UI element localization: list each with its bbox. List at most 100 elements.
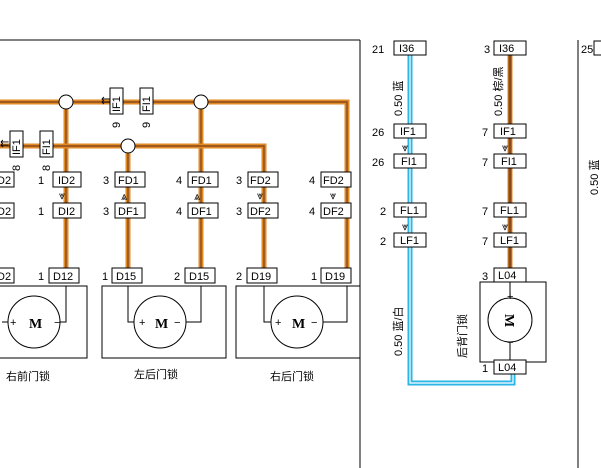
svg-text:IF1: IF1 xyxy=(11,139,23,155)
svg-text:M: M xyxy=(292,317,305,332)
svg-text:4: 4 xyxy=(309,206,315,218)
svg-text:1: 1 xyxy=(38,271,44,283)
svg-text:IF1: IF1 xyxy=(111,96,123,112)
svg-text:26: 26 xyxy=(372,157,384,169)
edge-fragment: 0.50 蓝 xyxy=(588,160,601,195)
svg-text:1: 1 xyxy=(482,363,488,375)
conn-c9: 3 L04 xyxy=(482,267,527,283)
svg-text:⩔: ⩔ xyxy=(402,142,408,154)
svg-text:2: 2 xyxy=(174,271,180,283)
svg-text:IF1: IF1 xyxy=(400,126,416,138)
svg-text:3: 3 xyxy=(484,44,490,56)
svg-text:8: 8 xyxy=(41,165,53,171)
conn-c27: D2 xyxy=(0,202,15,219)
svg-text:D15: D15 xyxy=(189,271,209,283)
svg-text:D12: D12 xyxy=(53,271,73,283)
caption-rear-left: 左后门锁 xyxy=(134,367,178,381)
splice-node xyxy=(58,94,74,110)
conn-c11: 1 ID2 xyxy=(38,171,82,188)
svg-text:⩔: ⩔ xyxy=(257,190,263,202)
conn-c7: 7 FL1 xyxy=(482,202,527,218)
splice-node xyxy=(120,138,136,154)
conn-c22: 2 D19 xyxy=(236,267,278,284)
conn-c24: 4 DF2 xyxy=(309,202,352,219)
svg-text:2: 2 xyxy=(236,271,242,283)
svg-text:4: 4 xyxy=(309,175,315,187)
svg-text:+: + xyxy=(10,317,16,329)
svg-text:3: 3 xyxy=(236,175,242,187)
conn-c4: 2 LF1 xyxy=(380,232,427,248)
svg-text:3: 3 xyxy=(482,271,488,283)
svg-text:−: − xyxy=(54,317,60,329)
tailgate-lock: M + − xyxy=(479,281,547,363)
svg-text:⩔: ⩔ xyxy=(59,190,65,202)
svg-text:DF2: DF2 xyxy=(323,206,344,218)
svg-text:+: + xyxy=(275,317,281,329)
svg-text:DF1: DF1 xyxy=(118,206,139,218)
svg-text:3: 3 xyxy=(236,206,242,218)
top-pin-3: 25 xyxy=(581,40,601,56)
svg-text:4: 4 xyxy=(176,175,182,187)
svg-text:1: 1 xyxy=(102,271,108,283)
caption-tailgate: 后背门锁 xyxy=(455,314,469,358)
svg-text:D19: D19 xyxy=(325,271,345,283)
conn-c25: 1 D19 xyxy=(311,267,352,284)
svg-text:1: 1 xyxy=(38,206,44,218)
door-lock-rear-right: M + − xyxy=(235,285,361,359)
svg-text:DF2: DF2 xyxy=(250,206,271,218)
svg-text:ID2: ID2 xyxy=(58,175,75,187)
svg-text:−: − xyxy=(174,317,180,329)
svg-text:26: 26 xyxy=(372,127,384,139)
conn-c18: 4 DF1 xyxy=(176,202,219,219)
svg-text:FL1: FL1 xyxy=(500,205,519,217)
conn-c2: 26 FI1 xyxy=(372,153,427,169)
conn-c5: 7 IF1 xyxy=(482,123,527,139)
wire-label-2: 0.50 棕/黑 xyxy=(491,66,505,116)
svg-text:M: M xyxy=(29,317,42,332)
svg-text:FI1: FI1 xyxy=(41,139,53,155)
svg-text:2: 2 xyxy=(380,206,386,218)
vconn-v3: IF1 8 xyxy=(9,130,24,171)
svg-text:7: 7 xyxy=(482,206,488,218)
svg-text:D2: D2 xyxy=(0,175,11,187)
conn-c13: 1 D12 xyxy=(38,267,80,284)
caption-front-right: 右前门锁 xyxy=(6,369,50,383)
svg-text:⩔: ⩔ xyxy=(502,221,508,233)
svg-text:D15: D15 xyxy=(116,271,136,283)
svg-text:−: − xyxy=(311,317,317,329)
svg-text:+: + xyxy=(139,317,145,329)
door-lock-front-right: M + − xyxy=(0,285,88,359)
conn-c23: 4 FD2 xyxy=(309,171,352,188)
conn-c1: 26 IF1 xyxy=(372,123,427,139)
top-pin-2: 3 I36 xyxy=(484,40,527,56)
conn-c6: 7 FI1 xyxy=(482,153,527,169)
svg-text:⩓: ⩓ xyxy=(194,191,201,203)
conn-c14: 3 FD1 xyxy=(103,171,146,188)
conn-c12: 1 DI2 xyxy=(38,202,82,219)
svg-text:7: 7 xyxy=(482,127,488,139)
svg-text:M: M xyxy=(155,317,168,332)
wire-label-1: 0.50 蓝 xyxy=(392,81,405,116)
svg-text:M: M xyxy=(501,314,516,327)
svg-text:⇇: ⇇ xyxy=(0,138,9,150)
caption-rear-right: 右后门锁 xyxy=(270,369,314,383)
svg-text:FI1: FI1 xyxy=(501,156,517,168)
svg-text:7: 7 xyxy=(482,157,488,169)
svg-text:DI2: DI2 xyxy=(58,206,75,218)
svg-text:D2: D2 xyxy=(0,271,11,283)
splice-node xyxy=(193,94,209,110)
conn-c26: D2 xyxy=(0,171,15,188)
vconn-v4: FI1 8 xyxy=(39,130,54,171)
svg-text:2: 2 xyxy=(380,236,386,248)
svg-text:⩔: ⩔ xyxy=(502,142,508,154)
svg-text:D19: D19 xyxy=(251,271,271,283)
svg-text:⩓: ⩓ xyxy=(121,191,128,203)
svg-text:DF1: DF1 xyxy=(191,206,212,218)
svg-text:FD1: FD1 xyxy=(118,175,139,187)
svg-text:I36: I36 xyxy=(499,43,514,55)
vconn-v2: FI1 9 xyxy=(139,87,154,128)
top-pin-1: 21 I36 xyxy=(372,40,427,56)
svg-text:1: 1 xyxy=(311,271,317,283)
svg-text:FI1: FI1 xyxy=(401,156,417,168)
